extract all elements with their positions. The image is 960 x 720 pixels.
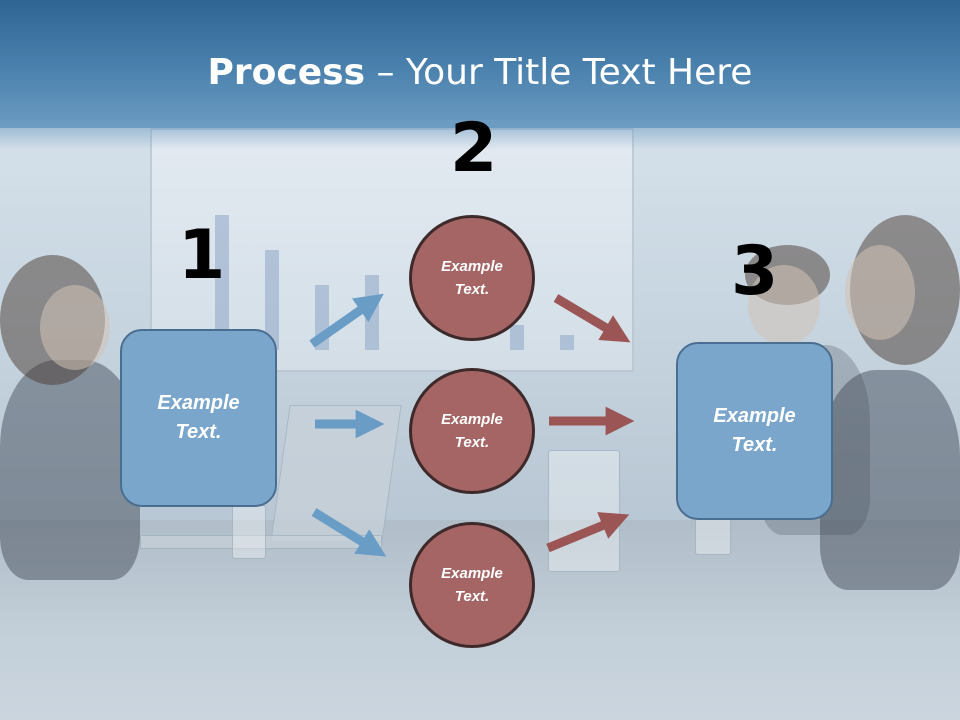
title-bar [0,0,960,128]
circle-text: Example Text. [441,255,503,301]
slide-title: Process – Your Title Text Here [0,52,960,93]
circle-text: Example Text. [441,562,503,608]
circle-text-line2: Text. [454,588,490,605]
background-chart-bar [265,250,279,350]
step-3-text-line1: Example [713,405,796,427]
slide-title-bold: Process [207,52,366,93]
step-1-text-line2: Text. [175,421,222,443]
step-number-2: 2 [450,109,498,188]
background-person-left-head [40,285,110,370]
background-person-right [820,370,960,590]
step-3-text-line2: Text. [731,434,778,456]
step-2-circle-middle[interactable]: Example Text. [409,368,535,494]
step-1-text-line1: Example [157,392,240,414]
circle-text-line1: Example [441,565,503,582]
step-2-circle-bottom[interactable]: Example Text. [409,522,535,648]
arrow-box1-to-circle3 [311,508,387,557]
background-person-middle-head [748,265,820,345]
step-number-3: 3 [731,232,779,311]
circle-text-line1: Example [441,258,503,275]
arrow-box1-to-circle1 [309,293,384,348]
background-person-left [0,360,140,580]
title-bar-fade [0,120,960,150]
circle-text-line2: Text. [454,434,490,451]
circle-text-line1: Example [441,411,503,428]
background-chart-bar [510,325,524,350]
step-1-box[interactable]: Example Text. [120,329,277,507]
step-number-1: 1 [178,216,226,295]
step-3-text: Example Text. [713,402,795,460]
background-chart-bar [560,335,574,350]
circle-text-line2: Text. [454,281,490,298]
background-chart-bar [215,215,229,350]
slide-title-rest: – Your Title Text Here [365,52,753,93]
arrow-circle3-to-box3 [546,512,630,553]
circle-text: Example Text. [441,408,503,454]
background-pitcher [548,450,620,572]
arrow-circle1-to-box3 [553,294,631,343]
step-3-box[interactable]: Example Text. [676,342,833,520]
step-1-text: Example Text. [157,389,239,447]
step-2-circle-top[interactable]: Example Text. [409,215,535,341]
background-person-right-head [845,245,915,340]
